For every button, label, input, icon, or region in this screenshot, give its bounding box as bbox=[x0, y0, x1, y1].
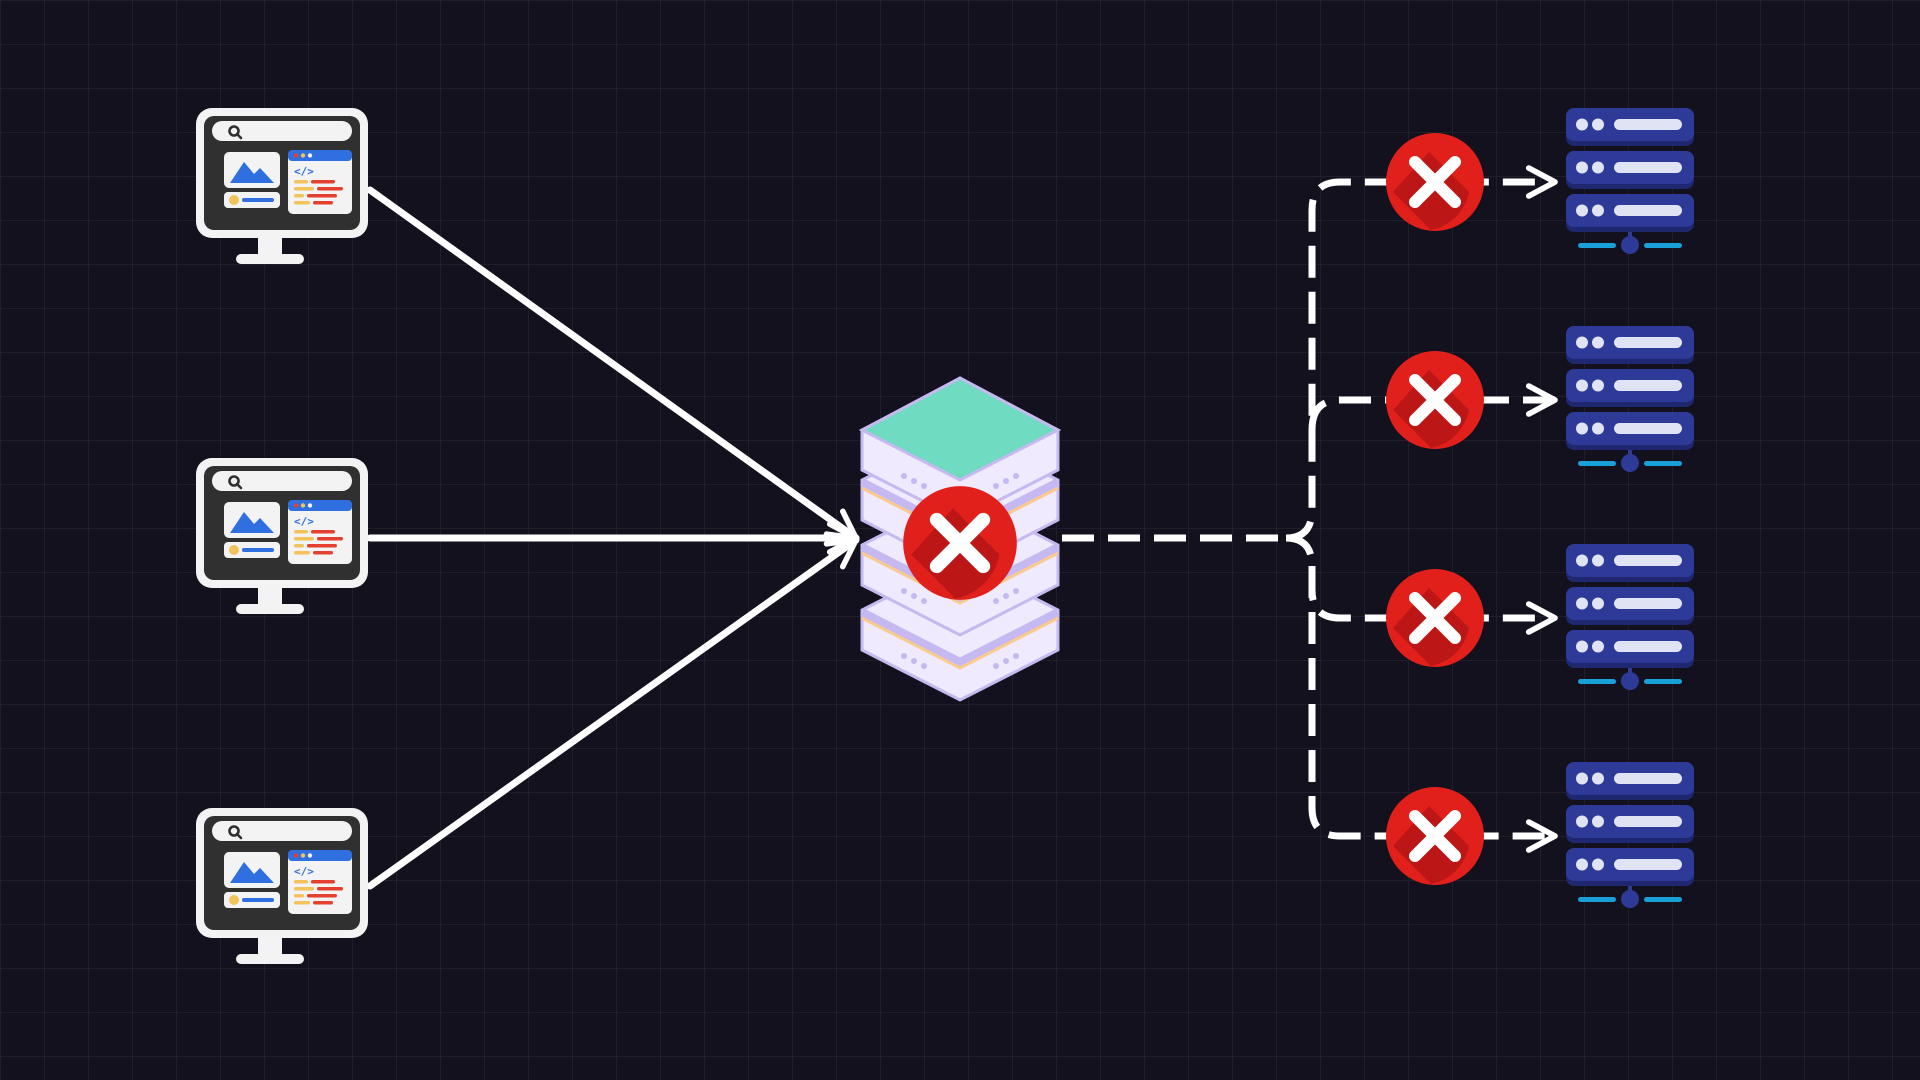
edge-lb-to-server-2 bbox=[1308, 383, 1558, 431]
client-group bbox=[194, 106, 370, 966]
server-3-error-x-icon bbox=[1386, 569, 1484, 667]
server-1-error-x-icon bbox=[1386, 133, 1484, 231]
lb-layer-top bbox=[858, 376, 1062, 522]
client-to-lb-edges bbox=[366, 186, 860, 890]
edge-lb-to-server-1 bbox=[1285, 165, 1558, 542]
server-2-error-x-icon bbox=[1386, 351, 1484, 449]
load-balancer-error-x-icon bbox=[903, 486, 1017, 600]
lb-to-server-edges bbox=[1062, 165, 1558, 853]
server-4-error-x-icon bbox=[1386, 787, 1484, 885]
edge-lb-to-server-4 bbox=[1308, 566, 1558, 853]
edge-client-1-to-lb bbox=[366, 186, 860, 542]
edge-client-3-to-lb bbox=[366, 536, 860, 890]
